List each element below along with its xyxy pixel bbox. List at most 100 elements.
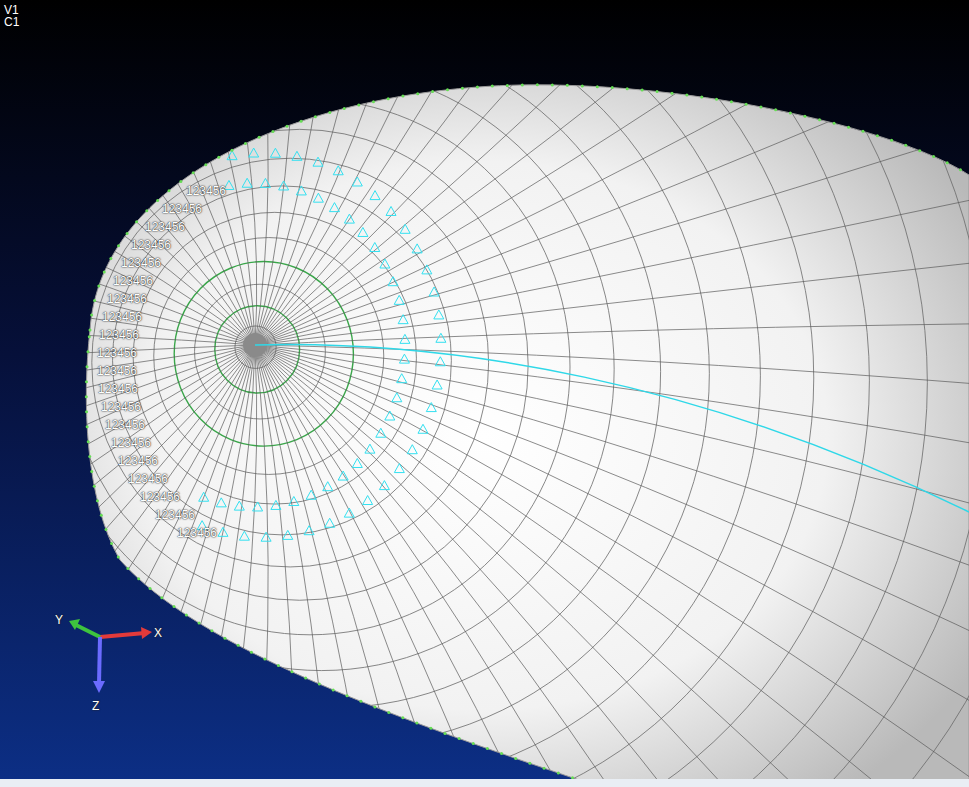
mesh-radial: [255, 0, 678, 345]
mesh-radial: [0, 345, 255, 787]
constraint-triangle: [296, 186, 306, 195]
constraint-label: 123456: [162, 203, 202, 216]
constraint-triangle: [429, 287, 439, 296]
mesh-node: [90, 470, 93, 473]
mesh-node: [472, 742, 475, 745]
constraint-label: 123456: [102, 311, 142, 324]
mesh-node: [145, 209, 148, 212]
constraint-triangle: [352, 177, 362, 186]
constraint-triangle: [325, 518, 335, 527]
mesh-node: [126, 232, 129, 235]
constraint-triangle: [283, 530, 293, 539]
mesh-node: [156, 199, 159, 202]
mesh-radial: [255, 345, 969, 582]
constraint-triangle: [370, 191, 380, 200]
mesh-node: [86, 365, 89, 368]
constraint-triangle: [432, 380, 442, 389]
mesh-node: [431, 90, 434, 93]
constraint-triangle: [239, 531, 249, 540]
mesh-node: [86, 350, 89, 353]
mesh-node: [789, 111, 792, 114]
mesh-nodes: [85, 83, 962, 779]
mesh-radial: [255, 345, 969, 787]
constraint-triangle: [218, 527, 228, 536]
constraint-symbols: [197, 148, 446, 541]
mesh-node: [89, 329, 92, 332]
constraint-triangle: [329, 203, 339, 212]
mesh-radial: [255, 345, 969, 669]
mesh-radial: [255, 345, 429, 787]
constraint-triangle: [216, 498, 226, 507]
mesh-node: [730, 100, 733, 103]
y-arrowhead: [69, 619, 80, 630]
mesh-radial: [255, 345, 678, 787]
constraint-triangle: [249, 148, 259, 157]
constraint-triangle: [358, 227, 368, 236]
mesh-radial: [0, 0, 255, 345]
mesh-node: [685, 94, 688, 97]
mesh-node: [670, 92, 673, 95]
constraint-triangle: [260, 178, 270, 187]
mesh-node: [277, 664, 280, 667]
mesh-node: [263, 657, 266, 660]
constraint-triangle: [392, 393, 402, 402]
mesh-radial: [0, 345, 255, 582]
mesh-radial: [0, 0, 255, 345]
constraint-label: 123456: [101, 401, 141, 414]
constraint-label: 123456: [113, 275, 153, 288]
axis-label: Z: [92, 700, 99, 713]
mesh-radial: [255, 345, 514, 787]
mesh-node: [244, 142, 247, 145]
mesh-node: [90, 314, 93, 317]
mesh-radial: [81, 345, 256, 787]
mesh-node: [373, 705, 376, 708]
mesh-node: [745, 103, 748, 106]
mesh-radial: [255, 345, 898, 787]
mesh-node: [290, 670, 293, 673]
case-label: C1: [4, 16, 19, 29]
mesh-node: [387, 97, 390, 100]
mesh-radial: [255, 321, 969, 345]
mesh-radial: [0, 345, 255, 787]
constraint-triangle: [434, 310, 444, 319]
mesh-node: [581, 84, 584, 87]
mesh-node: [93, 485, 96, 488]
mesh-radial: [255, 0, 969, 345]
mesh-ring: [0, 0, 869, 787]
mesh-node: [97, 285, 100, 288]
mesh-node: [932, 155, 935, 158]
mesh-node: [85, 410, 88, 413]
mesh-node: [100, 514, 103, 517]
constraint-label: 123456: [107, 293, 147, 306]
mesh-node: [223, 637, 226, 640]
constraint-triangle: [398, 315, 408, 324]
constraint-triangle: [407, 445, 417, 454]
mesh-node: [500, 752, 503, 755]
constraint-label: 123456: [186, 185, 226, 198]
constraint-triangle: [394, 464, 404, 473]
mesh-ring: [8, 35, 661, 707]
mesh-radial: [0, 345, 255, 787]
constraint-triangle: [242, 178, 252, 187]
mesh-node: [491, 85, 494, 88]
mesh-radial: [255, 0, 346, 345]
constraint-triangle: [385, 411, 395, 420]
mesh-ring: [29, 68, 614, 671]
mesh-radial: [255, 0, 898, 345]
constraint-triangle: [199, 492, 209, 501]
mesh-radial: [255, 345, 755, 787]
mesh-radial: [255, 345, 969, 787]
mesh-node: [117, 244, 120, 247]
mesh-node: [85, 395, 88, 398]
mesh-node: [774, 108, 777, 111]
constraint-label: 123456: [128, 473, 168, 486]
seam-line: [255, 345, 969, 512]
mesh-node: [250, 651, 253, 654]
mesh-node: [458, 737, 461, 740]
mesh-node: [506, 84, 509, 87]
